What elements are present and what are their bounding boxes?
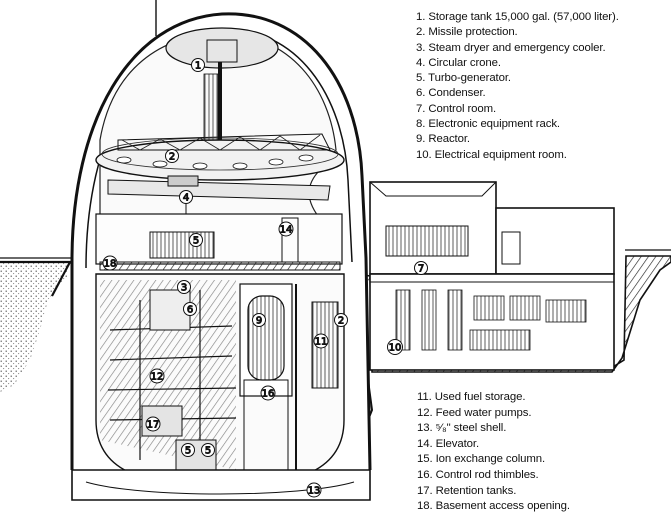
callout-7: 7 (414, 261, 428, 275)
callout-16: 16 (260, 385, 276, 401)
callout-18: 18 (102, 255, 118, 271)
legend-item-2: 2. Missile protection. (416, 26, 518, 39)
callout-6: 6 (183, 302, 197, 316)
callout-5-lower-a: 5 (181, 443, 195, 457)
callout-12: 12 (149, 368, 165, 384)
legend-item-7: 7. Control room. (416, 102, 497, 115)
legend-item-14: 14. Elevator. (417, 437, 480, 450)
callout-3: 3 (177, 280, 191, 294)
callout-9-label: 9 (256, 316, 262, 327)
callout-1: 1 (191, 58, 205, 72)
callout-5-lower-b: 5 (201, 443, 215, 457)
legend-item-17: 17. Retention tanks. (417, 484, 517, 497)
callout-2-dome: 2 (165, 149, 179, 163)
callout-18-label: 18 (104, 259, 117, 270)
callout-3-label: 3 (181, 283, 187, 294)
legend-item-9: 9. Reactor. (416, 133, 470, 146)
callout-4-label: 4 (183, 193, 189, 204)
callout-1-label: 1 (195, 61, 201, 72)
callout-5-lower-a-label: 5 (185, 446, 191, 457)
legend-item-8: 8. Electronic equipment rack. (416, 118, 560, 131)
callout-9: 9 (252, 313, 266, 327)
callout-5-turbine-label: 5 (193, 236, 199, 247)
callout-13-label: 13 (308, 486, 321, 497)
legend-item-1: 1. Storage tank 15,000 gal. (57,000 lite… (416, 11, 619, 23)
legend-item-5: 5. Turbo-generator. (416, 72, 511, 85)
callout-5-turbine: 5 (189, 233, 203, 247)
callout-17: 17 (145, 416, 161, 432)
callout-6-label: 6 (187, 305, 193, 316)
legend-item-16: 16. Control rod thimbles. (417, 468, 539, 481)
callout-markers: 1 2 2 3 4 5 5 5 6 7 9 10 11 12 13 14 16 … (102, 58, 428, 498)
legend-item-3: 3. Steam dryer and emergency cooler. (416, 41, 606, 54)
legend-item-11: 11. Used fuel storage. (417, 391, 526, 403)
callout-10: 10 (387, 339, 403, 355)
legend-item-12: 12. Feed water pumps. (417, 406, 532, 419)
callout-11-label: 11 (315, 337, 328, 348)
legend-item-6: 6. Condenser. (416, 87, 486, 100)
legend-item-4: 4. Circular crone. (416, 56, 501, 69)
callout-10-label: 10 (389, 343, 402, 354)
callout-4: 4 (179, 190, 193, 204)
legend-item-18: 18. Basement access opening. (417, 500, 570, 513)
legend-bottom: 11. Used fuel storage. 12. Feed water pu… (417, 390, 570, 515)
callout-12-label: 12 (151, 372, 164, 383)
callout-2-wall-label: 2 (338, 316, 344, 327)
callout-5-lower-b-label: 5 (205, 446, 211, 457)
containment-interior (71, 273, 371, 501)
callout-17-label: 17 (147, 420, 160, 431)
legend-item-15: 15. Ion exchange column. (417, 453, 546, 466)
callout-2-dome-label: 2 (169, 152, 175, 163)
legend-top: 1. Storage tank 15,000 gal. (57,000 lite… (416, 10, 619, 163)
auxiliary-building (369, 181, 615, 371)
callout-16-label: 16 (262, 389, 275, 400)
callout-2-wall: 2 (334, 313, 348, 327)
legend-item-13: 13. ⁵⁄₈" steel shell. (417, 422, 507, 435)
callout-14: 14 (278, 221, 294, 237)
callout-7-label: 7 (418, 264, 424, 275)
legend-item-10: 10. Electrical equipment room. (416, 148, 567, 161)
callout-14-label: 14 (280, 225, 293, 236)
callout-11: 11 (313, 333, 329, 349)
callout-13: 13 (306, 482, 322, 498)
